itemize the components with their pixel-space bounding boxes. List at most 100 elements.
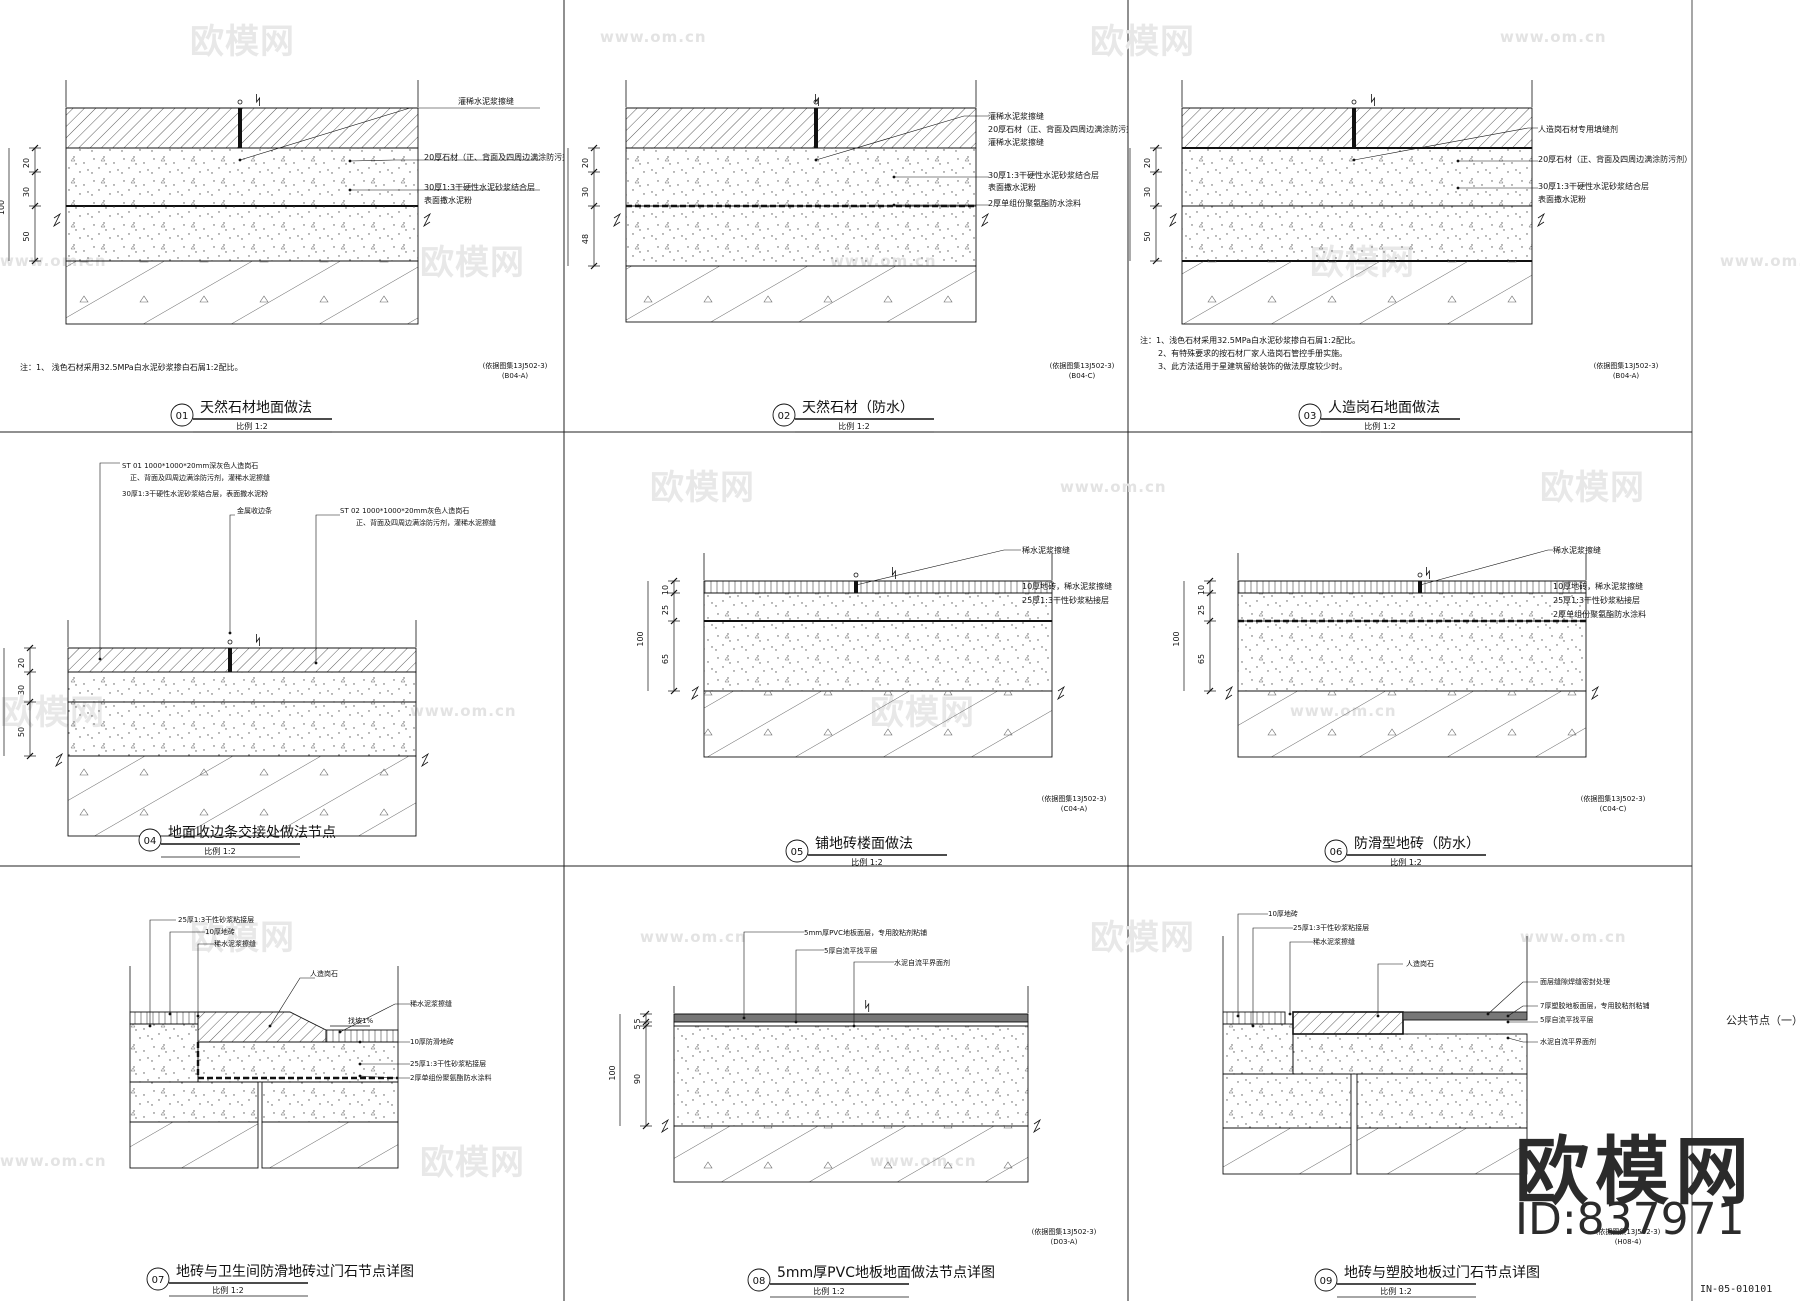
detail-number: 09 (1320, 1276, 1333, 1287)
stone-layer (625, 107, 977, 149)
detail-title: 防滑型地砖（防水） (1354, 835, 1480, 852)
material-label: 人造岗石 (1406, 959, 1434, 968)
material-label: 25厚1:3干性砂浆粘接层 (410, 1059, 486, 1068)
dimension-value: 10 (1197, 585, 1206, 595)
structural-slab (261, 1121, 399, 1169)
material-label: 25厚1:3干性砂浆粘接层 (1553, 595, 1640, 605)
joint-mark (238, 108, 242, 148)
note-text: 2、有特殊要求的按石材厂家人造岗石管控手册实施。 (1158, 348, 1347, 358)
material-label: 正、背面及四周边满涂防污剂，灌稀水泥擦缝 (130, 473, 270, 482)
dimension-value: 90 (633, 1074, 642, 1084)
detail-scale: 比例 1:2 (813, 1286, 844, 1296)
leader-line (1251, 927, 1293, 1028)
leader-line (1418, 549, 1553, 587)
dimension-chain (29, 144, 41, 265)
dimension-chain (588, 144, 600, 270)
leader-line (852, 961, 894, 1028)
detail-reference: (依据图集13J502-3) (1042, 794, 1107, 803)
watermark-brand: 欧模网 (1090, 918, 1195, 958)
detail-number: 08 (753, 1276, 766, 1287)
leader-line (742, 931, 804, 1020)
break-symbol (865, 1000, 870, 1012)
material-label: 正、背面及四周边满涂防污剂，灌稀水泥擦缝 (356, 518, 496, 527)
leader-line (794, 949, 824, 1024)
threshold-stone (197, 1011, 327, 1043)
material-label: 稀水泥浆擦缝 (1313, 937, 1355, 946)
detail-drawing: 102565100稀水泥浆擦缝10厚地砖，稀水泥浆擦缝25厚1:3干性砂浆粘接层… (1172, 545, 1646, 869)
detail-title: 人造岗石地面做法 (1328, 400, 1440, 416)
material-label: 20厚石材（正、背面及四周边满涂防污剂） (1538, 154, 1692, 164)
leader-line (228, 514, 235, 635)
break-symbol (1224, 685, 1234, 701)
leader-line (338, 1003, 410, 1034)
break-symbol (54, 752, 64, 768)
structural-slab (703, 690, 1053, 758)
material-label: 25厚1:3干性砂浆粘接层 (1022, 595, 1109, 605)
structural-slab (129, 1121, 259, 1169)
detail-title: 地砖与卫生间防滑地砖过门石节点详图 (176, 1263, 414, 1280)
dimension-value: 20 (22, 158, 31, 168)
leader-line (892, 175, 989, 179)
material-label: 25厚1:3干性砂浆粘接层 (178, 915, 254, 924)
material-label: 7厚塑胶地板面层，专用胶粘剂粘铺 (1540, 1001, 1649, 1010)
dimension-value: 100 (0, 697, 1, 712)
dimension-value: 100 (0, 200, 6, 215)
detail-scale: 比例 1:2 (851, 857, 882, 866)
break-symbol (892, 567, 896, 579)
leader-line (268, 977, 315, 1028)
dimension-value: 20 (581, 158, 590, 168)
screed-layer (1181, 205, 1533, 262)
joint-mark (814, 108, 818, 148)
structural-slab (673, 1125, 1029, 1183)
material-label: 20厚石材（正、背面及四周边满涂防污剂） (988, 124, 1128, 134)
joint-mark (854, 581, 858, 593)
joint-mark (227, 639, 233, 645)
structural-slab (1237, 690, 1587, 758)
dimension-value: 65 (661, 654, 670, 664)
stone-layer (1181, 107, 1533, 149)
leader-line (1486, 981, 1538, 1016)
material-label: 水泥自流平界面剂 (1540, 1037, 1596, 1046)
detail-scale: 比例 1:2 (1380, 1286, 1411, 1296)
watermark-brand: 欧模网 (650, 468, 755, 508)
detail-reference-code: (B04-A) (1613, 372, 1640, 380)
break-symbol (420, 752, 430, 768)
watermark-url: www.om.cn (410, 702, 517, 720)
dimension-value: 50 (17, 727, 26, 737)
sheet-title: 公共节点（一） (1726, 1014, 1800, 1027)
dimension-value: 48 (581, 234, 590, 244)
break-symbol (690, 685, 700, 701)
material-label: 10厚地砖 (205, 927, 235, 936)
leader-line (1506, 1036, 1538, 1043)
material-label: 灌稀水泥浆擦缝 (988, 137, 1044, 147)
screed-layer (703, 620, 1053, 692)
detail-scale: 比例 1:2 (1390, 857, 1421, 866)
detail-cell: 203050100ST 01 1000*1000*20mm深灰色人造岗石正、背面… (0, 433, 564, 866)
leader-line (1456, 159, 1538, 163)
watermark-brand: 欧模网 (190, 918, 295, 958)
material-label: 金属收边条 (237, 506, 272, 515)
leader-line (854, 549, 1021, 587)
joint-mark (813, 99, 819, 105)
dimension-value: 100 (636, 631, 645, 646)
screed-layer (673, 1025, 1029, 1127)
break-symbol (256, 94, 260, 106)
material-label: 10厚地砖，稀水泥浆擦缝 (1553, 581, 1643, 591)
detail-reference-code: (C04-C) (1600, 805, 1627, 813)
detail-reference-code: (D03-A) (1051, 1238, 1078, 1246)
screed-layer (1222, 1073, 1352, 1129)
self-leveling-layer (673, 1021, 1029, 1027)
material-label: 30厚1:3干硬性水泥砂浆结合层 (988, 170, 1099, 180)
watermark-brand: 欧模网 (420, 243, 525, 283)
material-label: 2厚单组份聚氨酯防水涂料 (410, 1073, 491, 1082)
detail-number: 01 (176, 411, 189, 422)
mortar-layer (1181, 147, 1533, 207)
dimension-value: 50 (22, 231, 31, 241)
dimension-chain (1204, 577, 1216, 695)
watermark-brand: 欧模网 (1540, 468, 1645, 508)
leader-line (238, 107, 540, 162)
material-label: 表面撒水泥粉 (988, 182, 1036, 192)
